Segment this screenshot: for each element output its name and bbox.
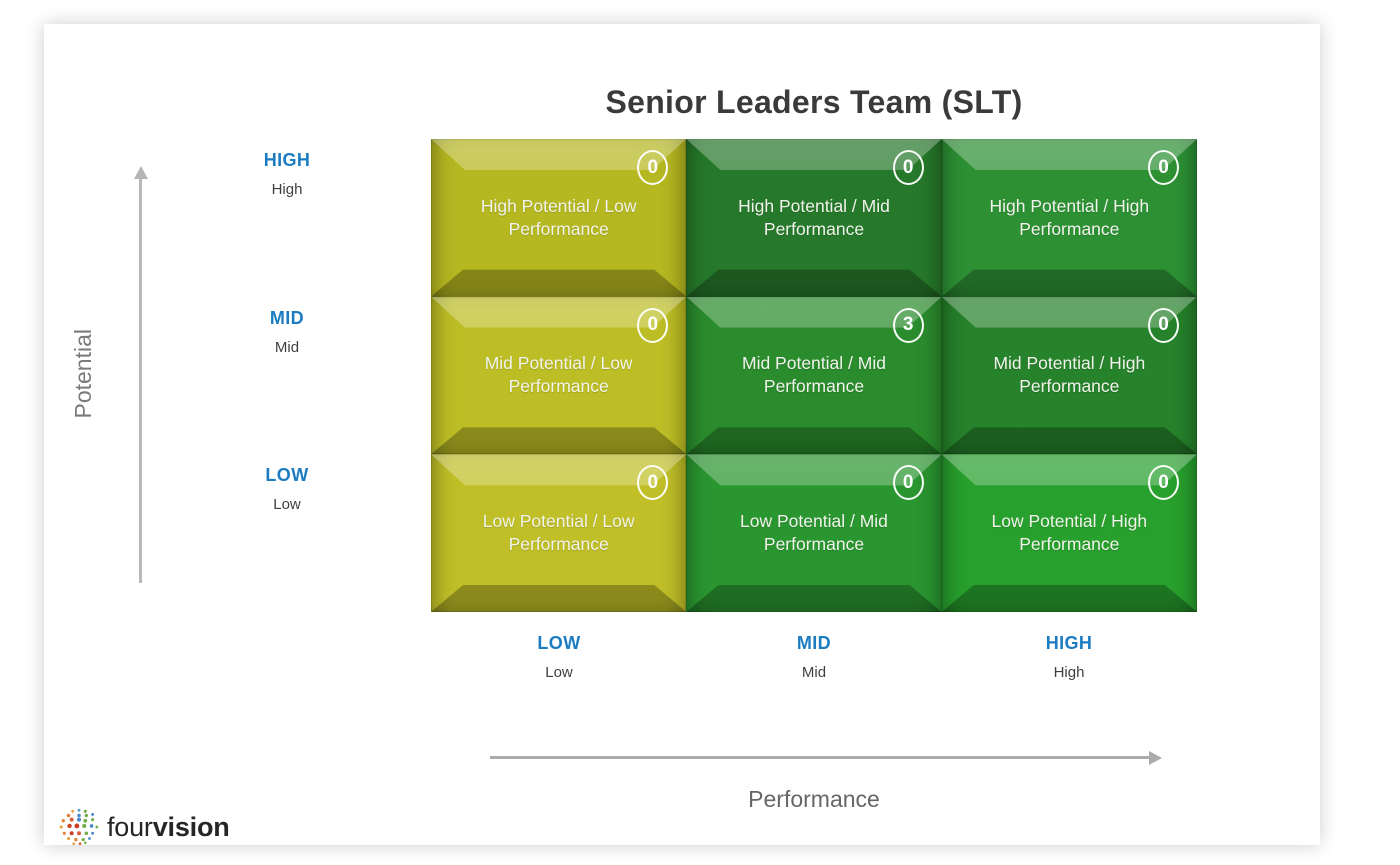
y-tick-mid-primary: MID <box>269 308 305 328</box>
x-axis-arrow <box>490 750 1162 765</box>
y-tick-mid-secondary: Mid <box>274 339 300 356</box>
y-tick-high-primary: HIGH <box>263 150 311 170</box>
y-tick-low-primary: LOW <box>265 465 309 485</box>
cell-high-potential-mid-performance[interactable]: 0 High Potential / Mid Performance <box>686 139 942 297</box>
cell-low-potential-mid-performance[interactable]: 0 Low Potential / Mid Performance <box>686 454 942 612</box>
x-tick-mid: MID Mid <box>734 633 894 681</box>
x-tick-low-primary: LOW <box>537 633 581 653</box>
x-tick-low-secondary: Low <box>545 664 573 681</box>
count-badge: 0 <box>637 150 669 185</box>
y-tick-high: HIGH High <box>207 150 367 198</box>
cell-label: Mid Potential / Low Performance <box>484 353 633 397</box>
cell-high-potential-high-performance[interactable]: 0 High Potential / High Performance <box>941 139 1197 297</box>
y-axis-arrowhead-icon <box>133 166 148 179</box>
cell-high-potential-low-performance[interactable]: 0 High Potential / Low Performance <box>431 139 687 297</box>
y-tick-low-secondary: Low <box>273 496 301 513</box>
cell-label: Low Potential / Mid Performance <box>740 511 888 555</box>
cell-low-potential-high-performance[interactable]: 0 Low Potential / High Performance <box>941 454 1197 612</box>
cell-label: Mid Potential / High Performance <box>993 353 1146 397</box>
count-badge: 0 <box>892 150 924 185</box>
y-axis-arrow <box>133 166 148 583</box>
x-axis-arrowhead-icon <box>1149 750 1162 765</box>
x-tick-mid-secondary: Mid <box>801 664 827 681</box>
count-badge: 0 <box>892 465 924 501</box>
x-tick-low: LOW Low <box>479 633 639 681</box>
count-badge: 0 <box>1147 150 1179 185</box>
y-tick-mid: MID Mid <box>207 308 367 356</box>
x-tick-high-secondary: High <box>1053 664 1085 681</box>
x-tick-mid-primary: MID <box>796 633 832 653</box>
count-badge: 0 <box>637 465 669 501</box>
cell-label: Mid Potential / Mid Performance <box>742 353 886 397</box>
page-title: Senior Leaders Team (SLT) <box>605 84 1023 120</box>
cell-label: High Potential / Low Performance <box>480 195 637 239</box>
y-axis-title-wrap: Potential <box>70 164 97 584</box>
y-tick-low: LOW Low <box>207 465 367 513</box>
cell-label: Low Potential / Low Performance <box>482 511 635 555</box>
cell-label: Low Potential / High Performance <box>991 511 1148 555</box>
y-axis-arrow-shaft <box>139 174 142 583</box>
cell-mid-potential-low-performance[interactable]: 0 Mid Potential / Low Performance <box>431 296 687 455</box>
x-tick-high-primary: HIGH <box>1045 633 1093 653</box>
fourvision-dots-icon <box>59 808 99 846</box>
report-card: Senior Leaders Team (SLT) Potential HIGH… <box>44 24 1320 846</box>
cell-mid-potential-high-performance[interactable]: 0 Mid Potential / High Performance <box>941 296 1197 455</box>
fourvision-logo-text: fourvision <box>107 812 230 843</box>
logo-text-bold: vision <box>152 811 230 842</box>
x-axis-arrow-shaft <box>490 756 1150 759</box>
count-badge: 3 <box>892 307 924 343</box>
x-axis-title: Performance <box>748 786 880 812</box>
cell-label: High Potential / Mid Performance <box>738 195 890 239</box>
x-tick-high: HIGH High <box>989 633 1149 681</box>
y-axis-title: Potential <box>70 329 96 419</box>
count-badge: 0 <box>1147 307 1179 343</box>
logo-text-regular: four <box>107 811 153 842</box>
cell-low-potential-low-performance[interactable]: 0 Low Potential / Low Performance <box>431 454 687 612</box>
count-badge: 0 <box>637 307 669 343</box>
nine-box-grid: 0 High Potential / Low Performance 0 Hig… <box>431 139 1197 612</box>
fourvision-logo: fourvision <box>58 805 230 849</box>
cell-label: High Potential / High Performance <box>989 195 1150 239</box>
count-badge: 0 <box>1147 465 1179 501</box>
cell-mid-potential-mid-performance[interactable]: 3 Mid Potential / Mid Performance <box>686 296 942 455</box>
y-tick-high-secondary: High <box>271 181 303 198</box>
